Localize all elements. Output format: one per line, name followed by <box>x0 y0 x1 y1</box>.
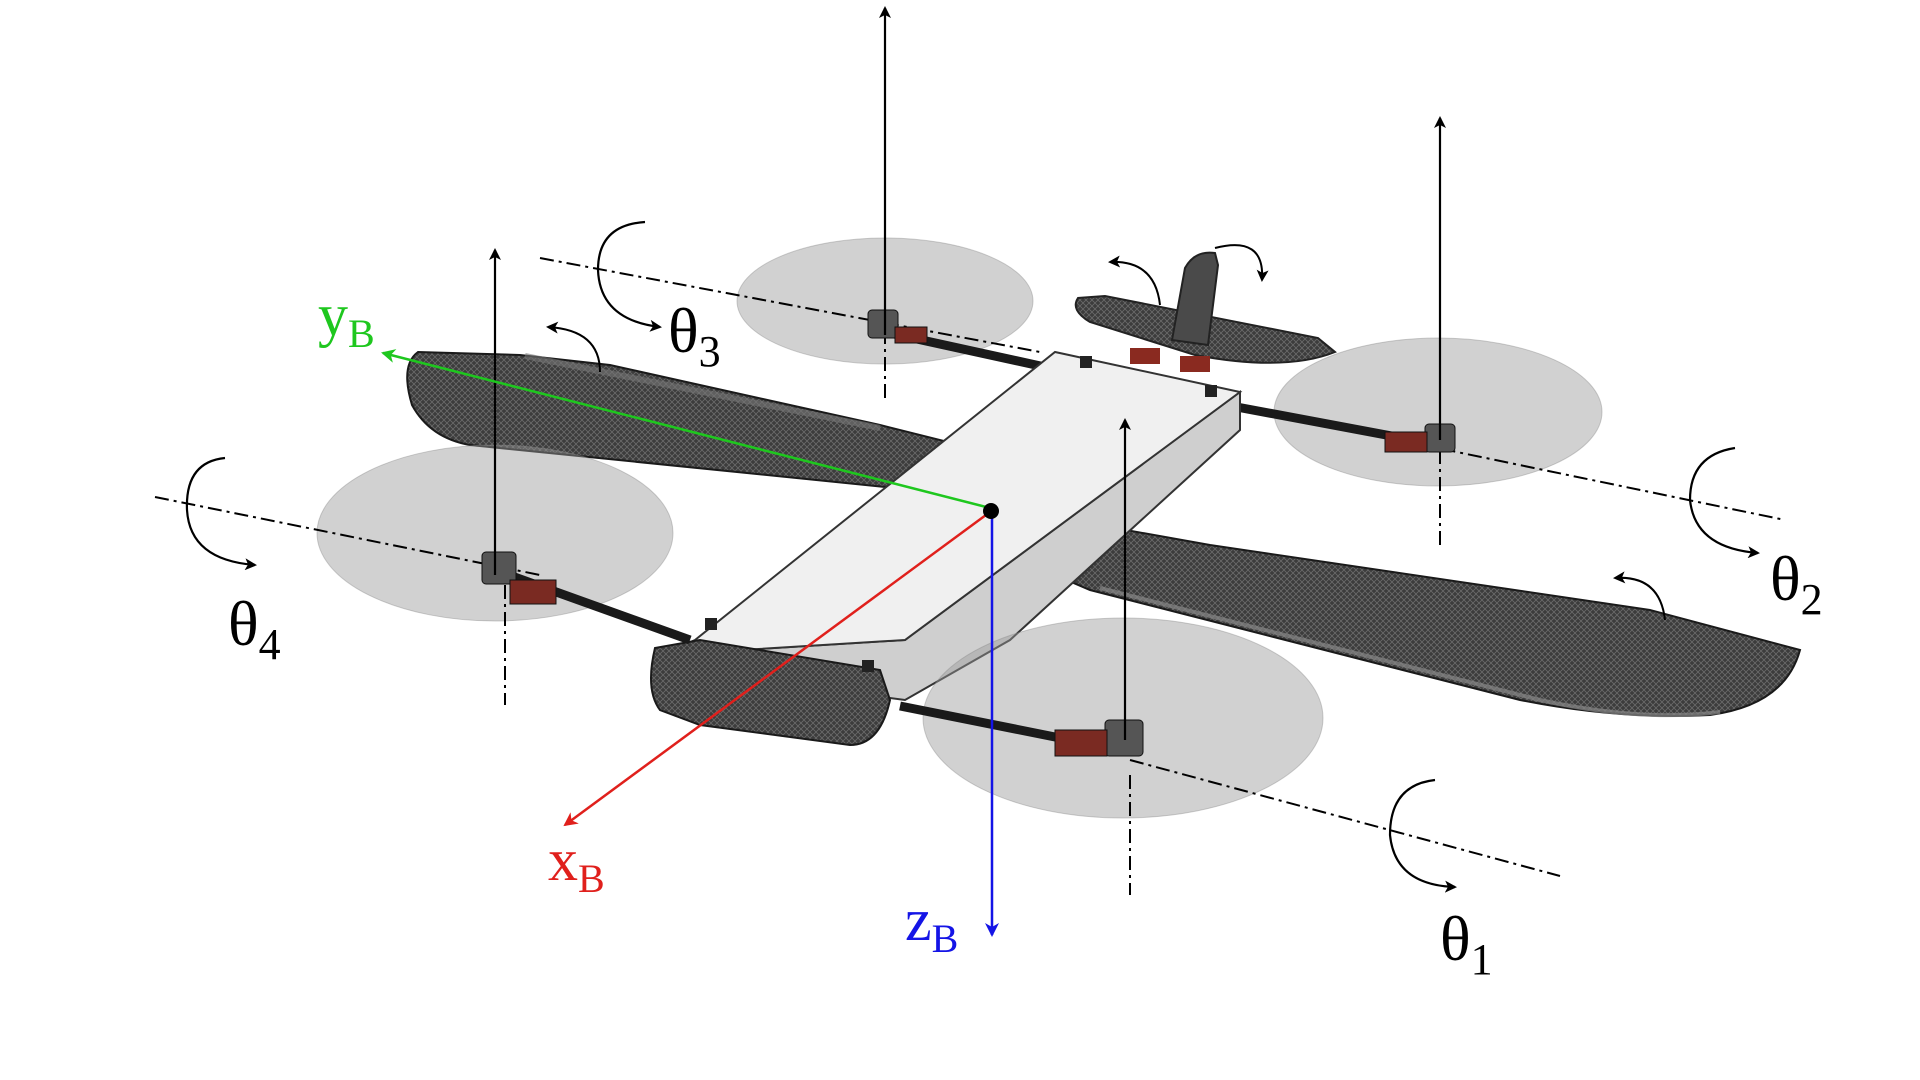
body-frame-axes <box>381 349 999 937</box>
theta-2-label: θ2 <box>1770 543 1823 624</box>
elevator-arrow <box>1108 255 1161 306</box>
tilt-arrows <box>185 220 1760 893</box>
rudder-arrow <box>1214 244 1269 282</box>
x-axis-arrow <box>563 510 991 827</box>
x-axis-subscript: B <box>578 856 605 901</box>
theta-1-label: θ1 <box>1440 903 1493 984</box>
theta-1-index: 1 <box>1471 935 1493 984</box>
tilt-arrow-3 <box>596 220 662 332</box>
z-axis-letter: z <box>905 887 932 953</box>
theta-4-index: 4 <box>259 620 281 669</box>
center-of-mass-dot <box>983 503 999 519</box>
theta-3-label: θ3 <box>668 295 721 376</box>
x-axis-letter: x <box>548 827 578 893</box>
z-axis-label: zB <box>905 887 958 961</box>
theta-labels: θ1 θ2 θ3 θ4 <box>228 295 1823 984</box>
rotor-disk-2 <box>1273 337 1603 487</box>
motor-3 <box>867 309 928 344</box>
axis-labels: yB xB zB <box>318 282 958 961</box>
tail-assembly <box>1074 251 1337 372</box>
thrust-arrows <box>489 6 1446 740</box>
tilt-arrow-2 <box>1688 446 1760 559</box>
axis-line-3 <box>539 257 1041 353</box>
theta-2-index: 2 <box>1801 575 1823 624</box>
tail-connector-left <box>1130 348 1160 364</box>
theta-3-symbol: θ <box>668 295 699 366</box>
tilt-arrow-4 <box>185 456 257 571</box>
tilt-arrow-1 <box>1388 778 1457 893</box>
y-axis-label: yB <box>318 282 375 356</box>
control-surface-arrows <box>546 244 1666 621</box>
z-axis-subscript: B <box>932 916 959 961</box>
theta-1-symbol: θ <box>1440 903 1471 974</box>
theta-3-index: 3 <box>699 327 721 376</box>
rotor-disks <box>736 237 1603 487</box>
theta-4-symbol: θ <box>228 588 259 659</box>
tail-connector-right <box>1180 356 1210 372</box>
y-axis-subscript: B <box>348 311 375 356</box>
aileron-right-arrow <box>1613 571 1666 621</box>
rotor-disk-1 <box>922 617 1324 819</box>
axis-line-1 <box>1129 759 1561 877</box>
vertical-fin <box>1170 251 1220 347</box>
right-wing <box>1018 518 1802 718</box>
x-axis-label: xB <box>548 827 605 901</box>
theta-2-symbol: θ <box>1770 543 1801 614</box>
y-axis-letter: y <box>318 282 348 348</box>
aileron-left-arrow <box>546 321 601 373</box>
axis-line-4 <box>154 496 541 576</box>
theta-4-label: θ4 <box>228 588 281 669</box>
y-axis-arrow <box>381 349 991 510</box>
rotor-axis-lines-front <box>154 496 1561 895</box>
motors <box>481 309 1456 757</box>
motor-1 <box>1054 719 1144 757</box>
motor-4 <box>481 551 557 605</box>
